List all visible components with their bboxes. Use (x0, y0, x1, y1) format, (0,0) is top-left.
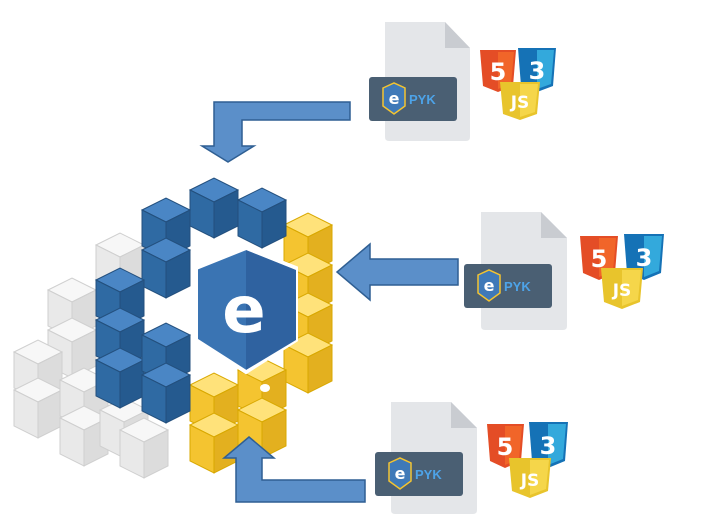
html5-icon: 5 (487, 424, 524, 468)
e-shield-icon (388, 457, 412, 490)
html5-icon: 5 (480, 50, 516, 92)
html5-icon: 5 (580, 236, 618, 280)
arrow-top (199, 101, 351, 163)
js-text: JS (612, 281, 632, 301)
js-icon: JS (601, 268, 643, 309)
plate-badge-letter: e (389, 89, 400, 108)
source-group: e PYK 5 3 JS (464, 212, 664, 330)
html-number: 5 (490, 58, 507, 86)
js-icon: JS (509, 458, 551, 498)
js-text: JS (510, 93, 530, 113)
cube-cluster: e (13, 177, 333, 479)
plate-badge-letter: e (484, 276, 495, 295)
epyk-plate: e PYK (369, 77, 457, 121)
html-number: 5 (591, 245, 608, 273)
epyk-plate: e PYK (464, 264, 552, 308)
central-badge-letter: e (222, 274, 265, 348)
source-group: e PYK 5 3 JS (369, 22, 556, 141)
epyk-plate: e PYK (375, 452, 463, 496)
arrow-middle (335, 242, 459, 302)
css3-icon: 3 (518, 48, 556, 92)
css3-icon: 3 (529, 422, 568, 468)
dot-mark (260, 384, 270, 392)
plate-text: PYK (504, 279, 531, 294)
dot-mark (202, 236, 214, 252)
plate-text: PYK (409, 92, 436, 107)
arrow-bottom (221, 436, 366, 503)
e-shield-icon (477, 269, 501, 302)
js-text: JS (520, 471, 540, 491)
source-group: e PYK 5 3 JS (375, 402, 568, 514)
html-number: 5 (497, 433, 514, 461)
js-icon: JS (500, 82, 540, 120)
css-number: 3 (540, 432, 557, 460)
css-number: 3 (636, 244, 653, 272)
central-e-badge-icon: e (194, 245, 298, 375)
plate-badge-letter: e (395, 464, 406, 483)
e-shield-icon (382, 82, 406, 115)
css-number: 3 (529, 57, 546, 85)
plate-text: PYK (415, 467, 442, 482)
